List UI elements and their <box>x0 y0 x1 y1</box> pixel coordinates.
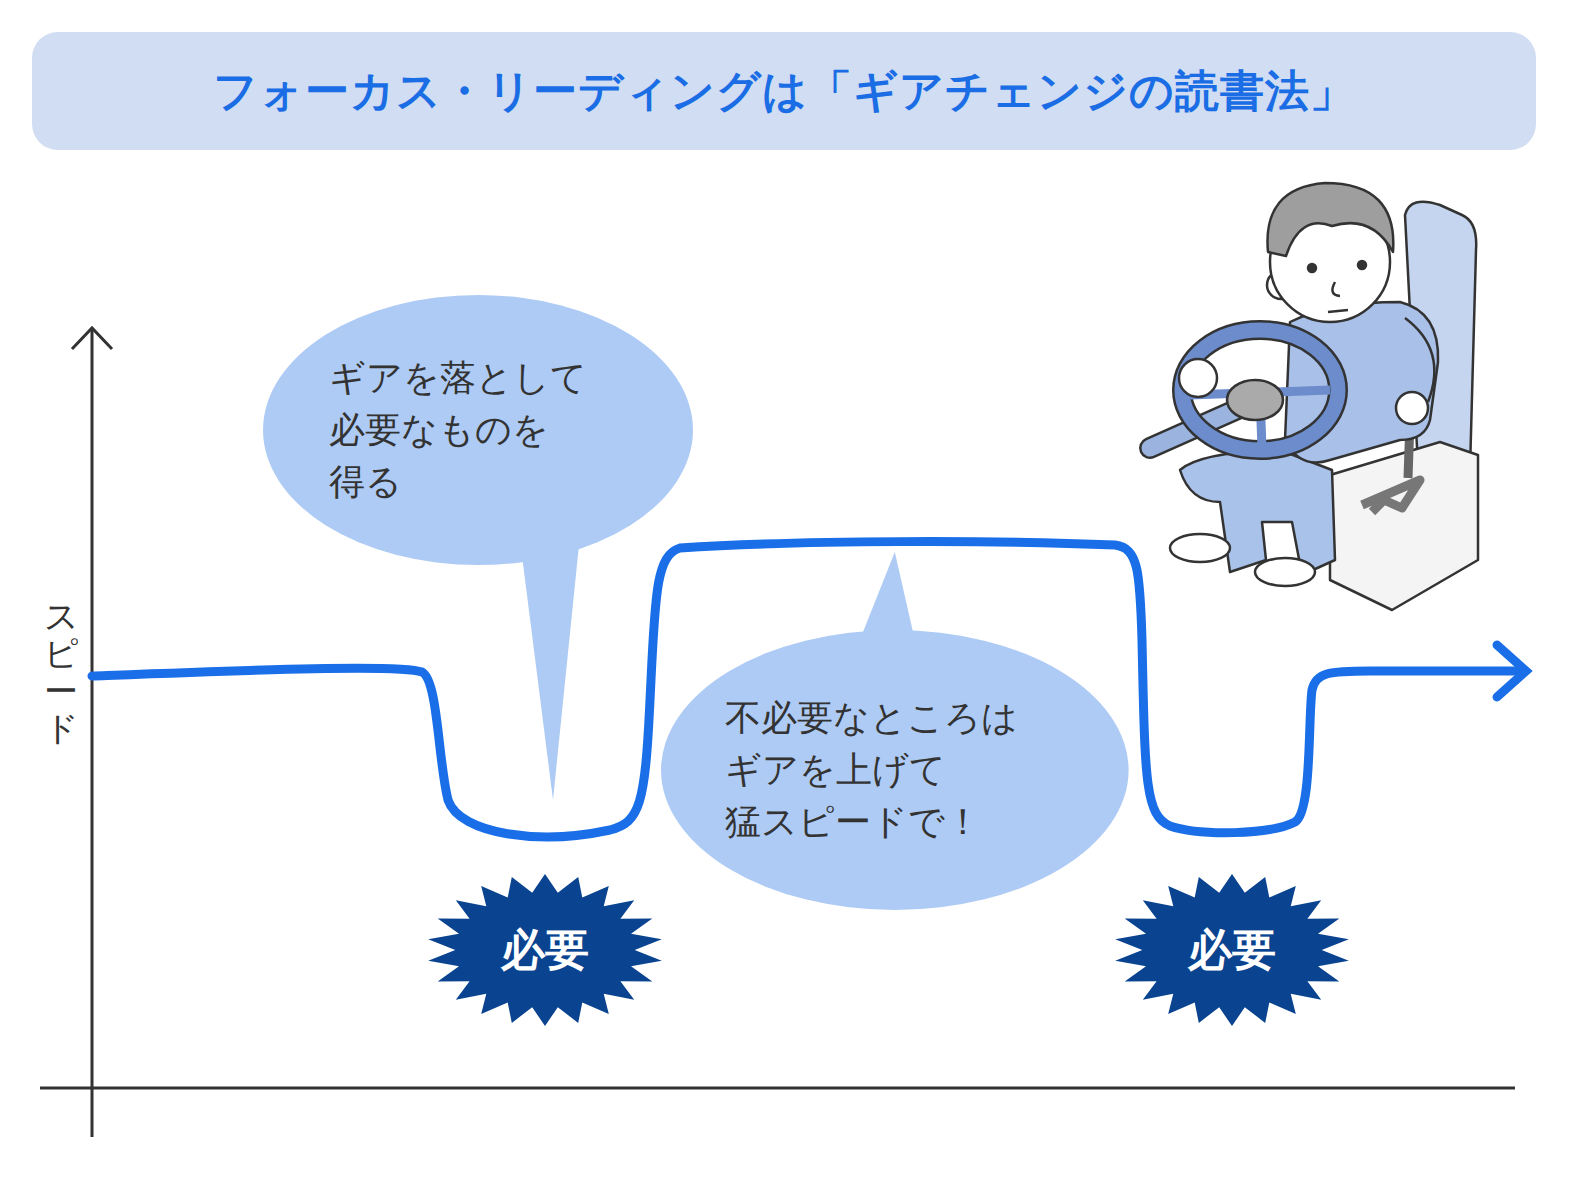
axis-label: スピード <box>44 598 78 748</box>
bubble-ellipse <box>661 630 1129 910</box>
starburst-badge: 必要 <box>1114 874 1350 1026</box>
y-axis <box>91 330 94 1137</box>
driver-eye <box>1358 261 1366 269</box>
speech-bubble: ギアを落として 必要なものを 得る <box>263 295 693 565</box>
starburst-badge: 必要 <box>427 874 663 1026</box>
bubble-text: ギアを落として 必要なものを 得る <box>329 352 603 509</box>
starburst-shape <box>428 874 662 1026</box>
curve-arrowhead <box>1497 645 1526 697</box>
text-group: 不必要なところは ギアを上げて 猛スピードで！ <box>725 692 1035 849</box>
title-banner: フォーカス・リーディングは「ギアチェンジの読書法」 <box>32 32 1536 150</box>
bubble-ellipse <box>263 295 693 565</box>
x-axis <box>40 1087 1515 1090</box>
driver-mouth <box>1328 310 1348 312</box>
gear-slot <box>1362 480 1420 512</box>
driver-shoe <box>1255 558 1315 586</box>
driver-hand <box>1396 392 1428 424</box>
driver-shoe <box>1170 534 1230 562</box>
speech-bubble: 不必要なところは ギアを上げて 猛スピードで！ <box>661 630 1129 910</box>
text-group: 必要 <box>501 921 589 980</box>
starburst-shape <box>1115 874 1349 1026</box>
driver-hand <box>1179 359 1217 397</box>
driver-nose <box>1332 282 1340 296</box>
text-group: 必要 <box>1188 921 1276 980</box>
text-group: ギアを落として 必要なものを 得る <box>329 352 603 509</box>
driver-eye <box>1308 264 1316 272</box>
steering-hub <box>1227 380 1283 420</box>
driver-illustration <box>1150 183 1478 610</box>
driver-arm <box>1405 318 1434 402</box>
diagram-title: フォーカス・リーディングは「ギアチェンジの読書法」 <box>213 62 1355 121</box>
badge-label: 必要 <box>501 921 589 980</box>
y-axis-arrowhead <box>72 328 112 349</box>
driver-hair <box>1267 183 1393 256</box>
bubble-tail <box>520 535 580 800</box>
badge-label: 必要 <box>1188 921 1276 980</box>
bubble-tail <box>860 552 915 640</box>
bubble-text: 不必要なところは ギアを上げて 猛スピードで！ <box>725 692 1035 849</box>
